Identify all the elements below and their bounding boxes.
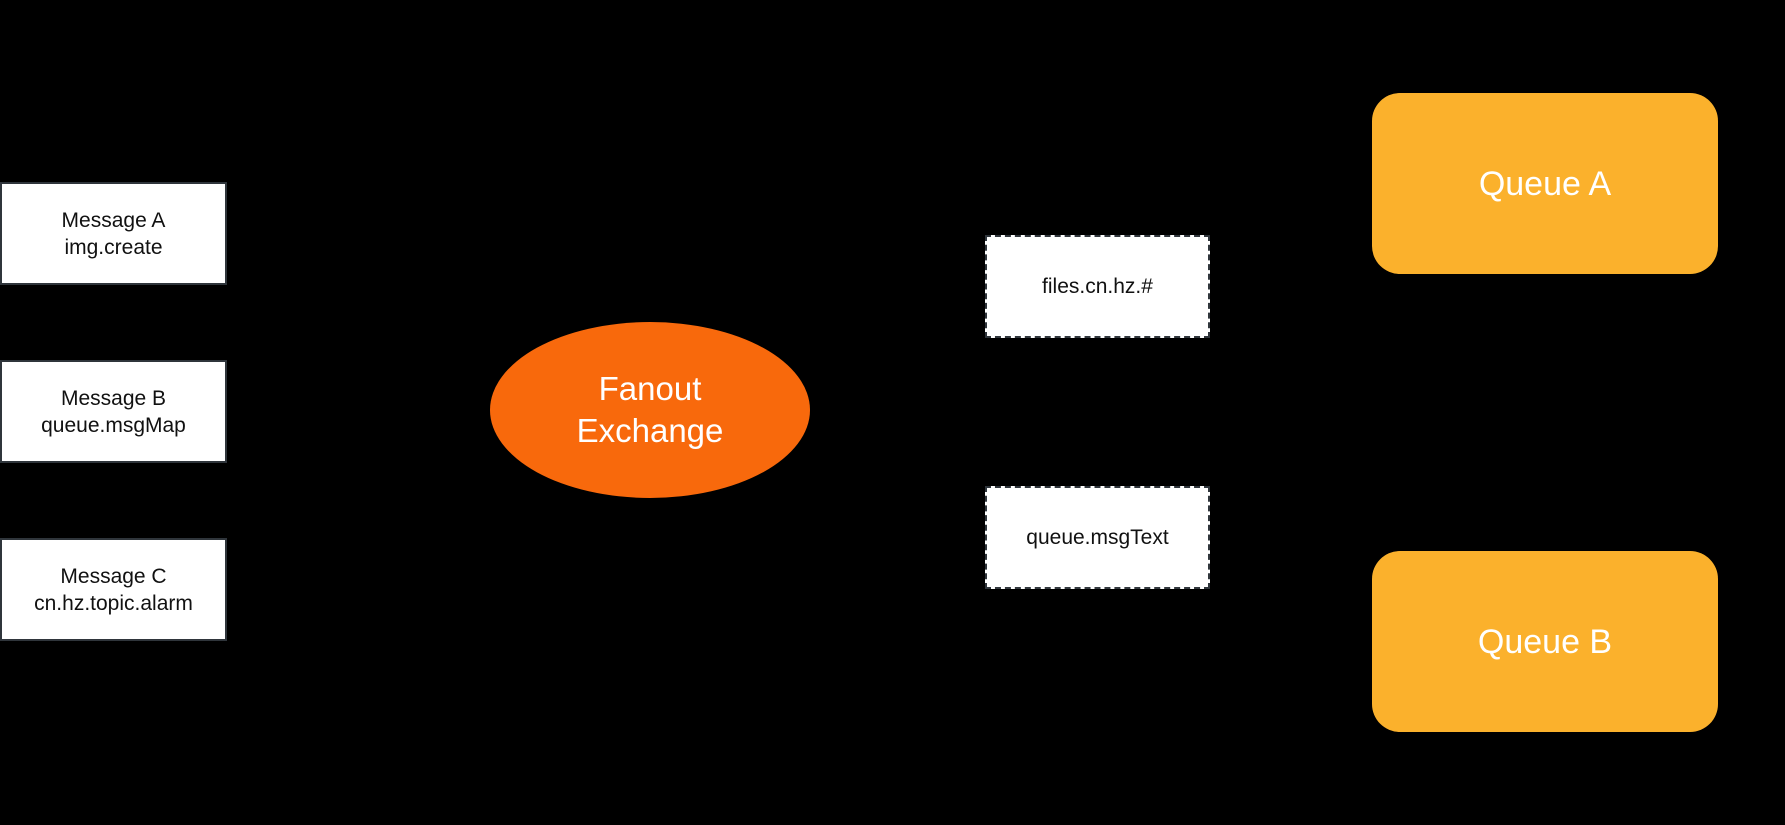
fanout-exchange-node: Fanout Exchange — [490, 322, 810, 498]
message-b-routing-key: queue.msgMap — [41, 413, 186, 437]
message-a-node: Message A img.create — [0, 182, 227, 285]
queue-b-label: Queue B — [1477, 622, 1613, 661]
exchange-label-line1: Fanout — [598, 370, 702, 407]
message-a-title: Message A — [61, 208, 166, 232]
message-b-node: Message B queue.msgMap — [0, 360, 227, 463]
message-c-title: Message C — [60, 564, 167, 588]
queue-a-label: Queue A — [1478, 164, 1612, 203]
binding-key-files-node: files.cn.hz.# — [985, 235, 1210, 338]
message-c-node: Message C cn.hz.topic.alarm — [0, 538, 227, 641]
exchange-label-line2: Exchange — [576, 412, 724, 449]
message-c-routing-key: cn.hz.topic.alarm — [34, 591, 193, 615]
message-b-title: Message B — [60, 386, 167, 410]
binding-key-msgtext-node: queue.msgText — [985, 486, 1210, 589]
message-a-routing-key: img.create — [64, 235, 163, 259]
binding-key-msgtext-label: queue.msgText — [1026, 525, 1169, 549]
queue-a-node: Queue A — [1372, 93, 1718, 274]
binding-key-files-label: files.cn.hz.# — [1042, 274, 1153, 298]
queue-b-node: Queue B — [1372, 551, 1718, 732]
